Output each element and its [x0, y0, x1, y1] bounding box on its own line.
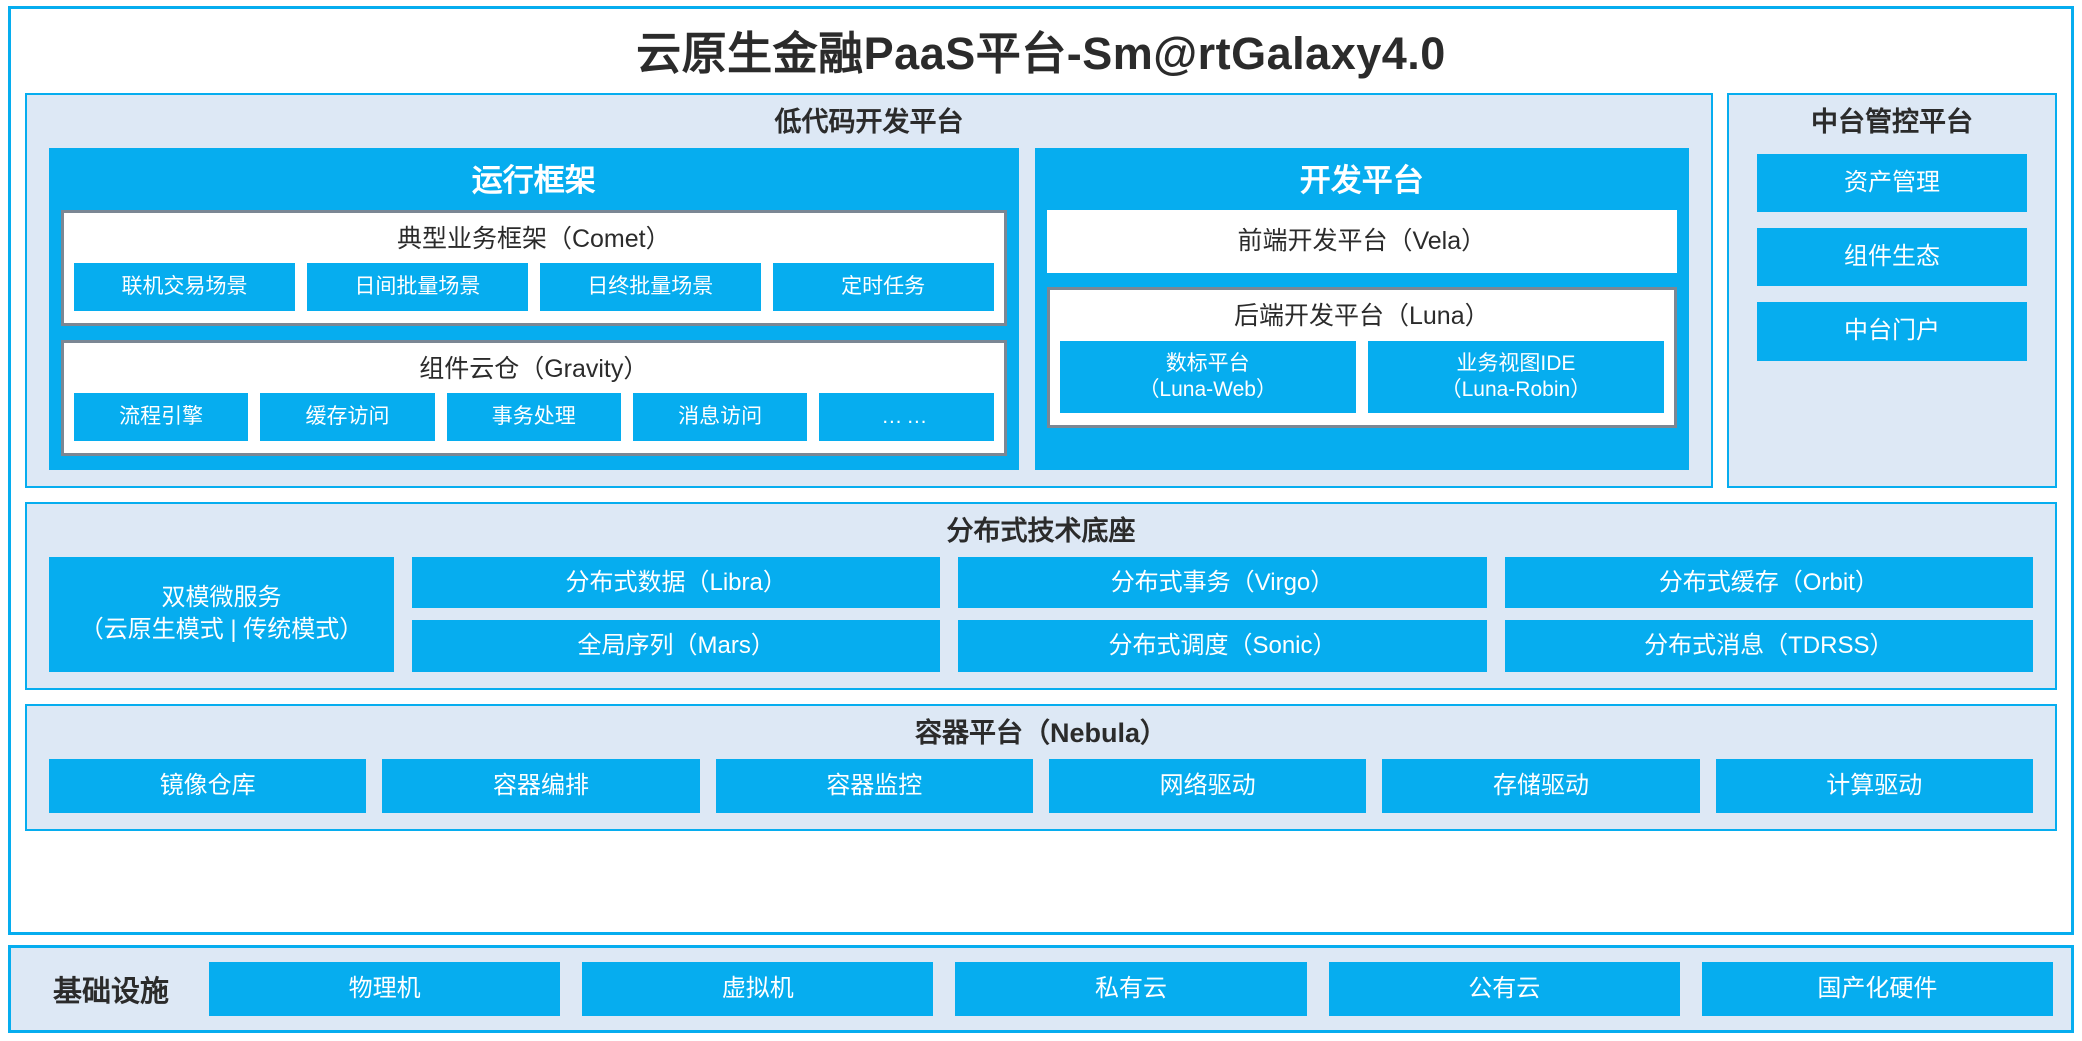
container-item-compute-driver[interactable]: 计算驱动 — [1715, 758, 2033, 814]
luna-web-code: （Luna-Web） — [1138, 378, 1277, 402]
luna-title: 后端开发平台（Luna） — [1233, 302, 1490, 331]
infrastructure-label: 基础设施 — [53, 975, 170, 1008]
luna-box: 后端开发平台（Luna） 数标平台 （Luna-Web） 业务视图IDE （Lu… — [1046, 287, 1677, 429]
lowcode-platform-panel: 低代码开发平台 运行框架 典型业务框架（Comet） 联机交易场景 日间批量场景… — [25, 92, 1713, 488]
container-item-network-driver[interactable]: 网络驱动 — [1048, 758, 1367, 814]
gravity-item[interactable]: 事务处理 — [446, 393, 621, 441]
comet-chip-row: 联机交易场景 日间批量场景 日终批量场景 定时任务 — [74, 263, 994, 311]
infrastructure-frame: 基础设施 物理机 虚拟机 私有云 公有云 国产化硬件 — [8, 944, 2074, 1033]
comet-title: 典型业务框架（Comet） — [396, 224, 671, 253]
distributed-column-2: 分布式事务（Virgo） 分布式调度（Sonic） — [958, 556, 1487, 672]
management-item-portal[interactable]: 中台门户 — [1757, 302, 2027, 361]
management-item-component-ecology[interactable]: 组件生态 — [1757, 227, 2027, 287]
gravity-item-more[interactable]: …… — [819, 393, 994, 441]
distributed-message-tdrss[interactable]: 分布式消息（TDRSS） — [1504, 620, 2033, 672]
dual-mode-microservice-line1: 双模微服务 — [161, 583, 282, 611]
comet-item[interactable]: 日间批量场景 — [306, 263, 528, 311]
distributed-column-3: 分布式缓存（Orbit） 分布式消息（TDRSS） — [1504, 556, 2033, 672]
gravity-title: 组件云仓（Gravity） — [419, 354, 649, 383]
management-item-asset[interactable]: 资产管理 — [1757, 153, 2027, 212]
infrastructure-item-domestic-hardware[interactable]: 国产化硬件 — [1701, 961, 2054, 1016]
comet-item[interactable]: 日终批量场景 — [539, 263, 761, 311]
distributed-cache-orbit[interactable]: 分布式缓存（Orbit） — [1504, 556, 2033, 609]
luna-web-item[interactable]: 数标平台 （Luna-Web） — [1059, 340, 1356, 414]
development-platform-title: 开发平台 — [1299, 162, 1424, 198]
luna-chip-row: 数标平台 （Luna-Web） 业务视图IDE （Luna-Robin） — [1059, 340, 1664, 414]
container-body: 镜像仓库 容器编排 容器监控 网络驱动 存储驱动 计算驱动 — [27, 758, 2055, 814]
container-item-storage-driver[interactable]: 存储驱动 — [1382, 758, 1700, 814]
dual-mode-microservice-line2: （云原生模式 | 传统模式） — [79, 616, 364, 644]
comet-item[interactable]: 定时任务 — [772, 263, 994, 311]
infrastructure-item-physical[interactable]: 物理机 — [209, 961, 561, 1016]
infrastructure-item-public-cloud[interactable]: 公有云 — [1328, 961, 1680, 1016]
luna-robin-name: 业务视图IDE — [1456, 351, 1576, 375]
comet-box: 典型业务框架（Comet） 联机交易场景 日间批量场景 日终批量场景 定时任务 — [61, 209, 1007, 326]
distributed-transaction-virgo[interactable]: 分布式事务（Virgo） — [958, 556, 1487, 609]
infrastructure-item-private-cloud[interactable]: 私有云 — [955, 961, 1307, 1016]
container-platform-panel: 容器平台（Nebula） 镜像仓库 容器编排 容器监控 网络驱动 存储驱动 计算… — [25, 703, 2057, 832]
luna-web-name: 数标平台 — [1165, 351, 1250, 375]
gravity-item[interactable]: 流程引擎 — [74, 393, 249, 441]
page-title: 云原生金融PaaS平台-Sm@rtGalaxy4.0 — [636, 28, 1446, 79]
global-sequence-mars[interactable]: 全局序列（Mars） — [412, 620, 941, 672]
top-region: 低代码开发平台 运行框架 典型业务框架（Comet） 联机交易场景 日间批量场景… — [25, 92, 2057, 488]
luna-robin-item[interactable]: 业务视图IDE （Luna-Robin） — [1367, 340, 1664, 414]
distributed-body: 双模微服务 （云原生模式 | 传统模式） 分布式数据（Libra） 全局序列（M… — [27, 556, 2055, 672]
management-platform-title: 中台管控平台 — [1811, 106, 1973, 137]
runtime-framework-title: 运行框架 — [471, 162, 596, 198]
container-item-image-repo[interactable]: 镜像仓库 — [49, 758, 367, 814]
distributed-foundation-panel: 分布式技术底座 双模微服务 （云原生模式 | 传统模式） 分布式数据（Libra… — [25, 501, 2057, 690]
infrastructure-item-virtual[interactable]: 虚拟机 — [582, 961, 934, 1016]
distributed-scheduling-sonic[interactable]: 分布式调度（Sonic） — [958, 620, 1487, 672]
dual-mode-microservice[interactable]: 双模微服务 （云原生模式 | 传统模式） — [49, 556, 394, 672]
vela-frontend-platform[interactable]: 前端开发平台（Vela） — [1046, 209, 1677, 274]
gravity-item[interactable]: 缓存访问 — [260, 393, 435, 441]
runtime-framework-card: 运行框架 典型业务框架（Comet） 联机交易场景 日间批量场景 日终批量场景 … — [49, 147, 1019, 470]
luna-robin-code: （Luna-Robin） — [1440, 378, 1592, 402]
gravity-chip-row: 流程引擎 缓存访问 事务处理 消息访问 …… — [74, 393, 994, 441]
management-items: 资产管理 组件生态 中台门户 — [1729, 148, 2055, 468]
main-frame: 云原生金融PaaS平台-Sm@rtGalaxy4.0 低代码开发平台 运行框架 … — [8, 6, 2074, 935]
infrastructure-items: 物理机 虚拟机 私有云 公有云 国产化硬件 — [209, 961, 2054, 1016]
comet-item[interactable]: 联机交易场景 — [74, 263, 295, 311]
container-platform-title: 容器平台（Nebula） — [914, 717, 1168, 748]
distributed-column-1: 分布式数据（Libra） 全局序列（Mars） — [412, 556, 941, 672]
management-platform-panel: 中台管控平台 资产管理 组件生态 中台门户 — [1727, 92, 2057, 488]
lowcode-platform-title: 低代码开发平台 — [774, 106, 964, 137]
gravity-box: 组件云仓（Gravity） 流程引擎 缓存访问 事务处理 消息访问 …… — [61, 339, 1007, 456]
gravity-item[interactable]: 消息访问 — [632, 393, 808, 441]
development-platform-card: 开发平台 前端开发平台（Vela） 后端开发平台（Luna） 数标平台 （Lun… — [1034, 147, 1689, 470]
distributed-data-libra[interactable]: 分布式数据（Libra） — [412, 556, 941, 609]
container-item-monitoring[interactable]: 容器监控 — [715, 758, 1033, 814]
distributed-foundation-title: 分布式技术底座 — [946, 515, 1136, 546]
container-item-orchestration[interactable]: 容器编排 — [382, 758, 700, 814]
lowcode-columns: 运行框架 典型业务框架（Comet） 联机交易场景 日间批量场景 日终批量场景 … — [27, 147, 1711, 470]
